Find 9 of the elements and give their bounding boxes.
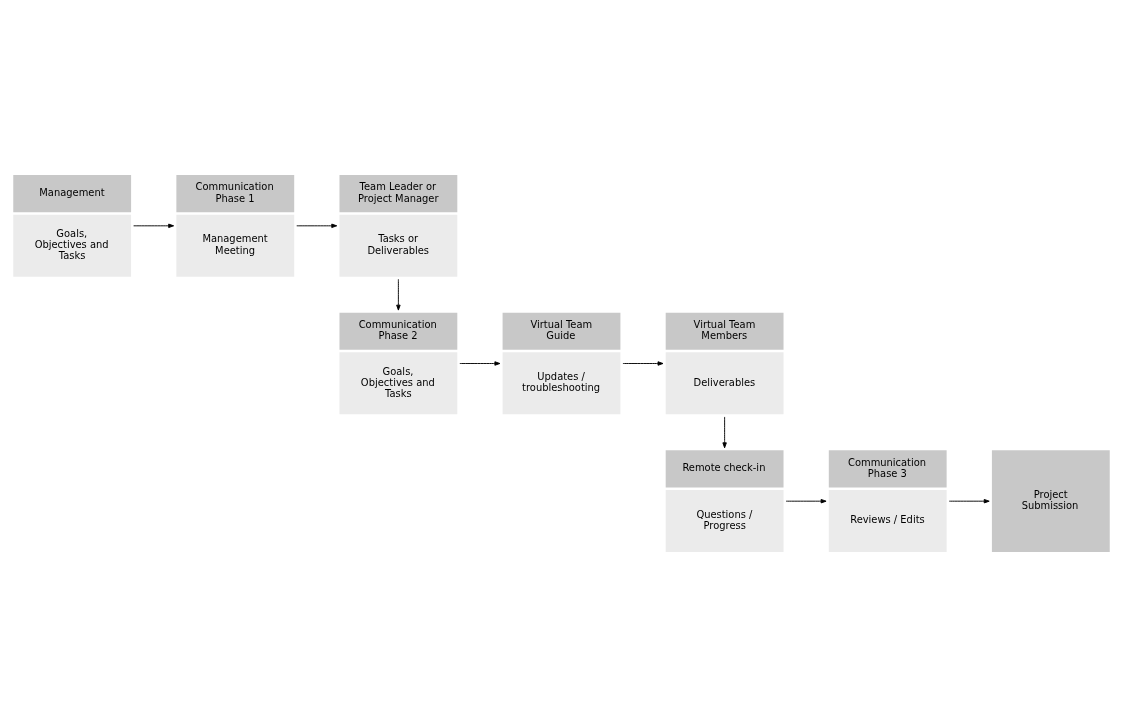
node-box: Project Submission [991, 450, 1110, 553]
arrow [785, 499, 827, 504]
arrow [133, 223, 175, 228]
arrow [396, 278, 401, 311]
arrow [722, 416, 727, 449]
arrow [948, 499, 990, 504]
arrow [622, 361, 664, 366]
arrow [296, 223, 338, 228]
arrow [459, 361, 501, 366]
